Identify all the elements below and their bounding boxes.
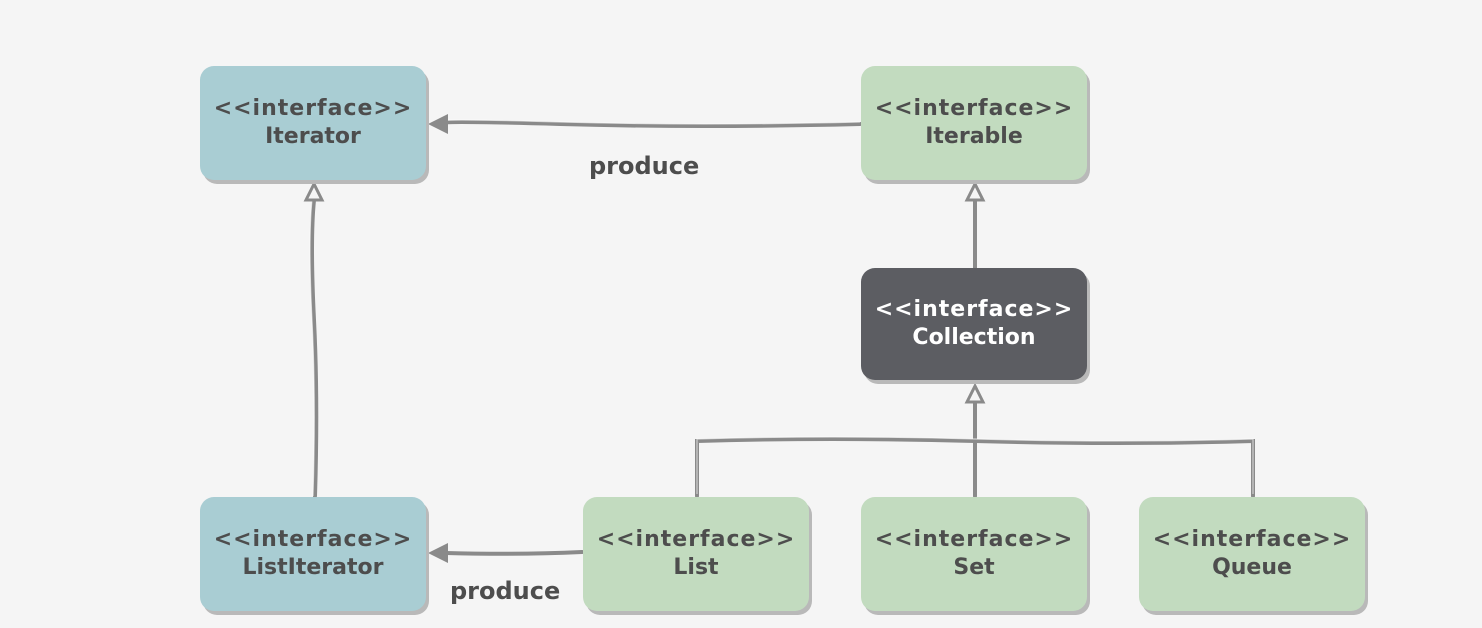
node-name: Queue xyxy=(1212,555,1292,580)
stereotype-label: <<interface>> xyxy=(213,96,413,121)
arrowhead-produce-listiterator xyxy=(428,543,448,563)
edge-subinterfaces-bar xyxy=(695,437,1255,498)
arrowhead-extends-collection xyxy=(964,382,986,404)
arrowhead-produce-iterator xyxy=(428,114,448,134)
node-name: Iterable xyxy=(925,124,1023,149)
stereotype-label: <<interface>> xyxy=(874,96,1074,121)
stereotype-label: <<interface>> xyxy=(213,527,413,552)
edge-label-produce-iterator: produce xyxy=(589,152,700,180)
stereotype-label: <<interface>> xyxy=(596,527,796,552)
node-name: Set xyxy=(953,555,995,580)
node-iterable: <<interface>> Iterable xyxy=(861,66,1087,180)
node-name: ListIterator xyxy=(242,555,384,580)
stereotype-label: <<interface>> xyxy=(874,527,1074,552)
edge-list-produces-listiterator xyxy=(444,550,584,556)
node-iterator: <<interface>> Iterator xyxy=(200,66,426,180)
arrowhead-extends-iterable xyxy=(964,180,986,202)
node-name: List xyxy=(673,555,719,580)
node-set: <<interface>> Set xyxy=(861,497,1087,611)
edge-listiterator-extends-iterator xyxy=(310,198,319,498)
node-name: Collection xyxy=(912,325,1036,350)
node-name: Iterator xyxy=(265,124,361,149)
node-list-iterator: <<interface>> ListIterator xyxy=(200,497,426,611)
stereotype-label: <<interface>> xyxy=(874,297,1074,322)
node-list: <<interface>> List xyxy=(583,497,809,611)
node-queue: <<interface>> Queue xyxy=(1139,497,1365,611)
stereotype-label: <<interface>> xyxy=(1152,527,1352,552)
node-collection: <<interface>> Collection xyxy=(861,268,1087,380)
edge-label-produce-listiterator: produce xyxy=(450,577,561,605)
edge-iterable-produces-iterator xyxy=(439,120,862,128)
arrowhead-extends-iterator xyxy=(303,180,325,202)
